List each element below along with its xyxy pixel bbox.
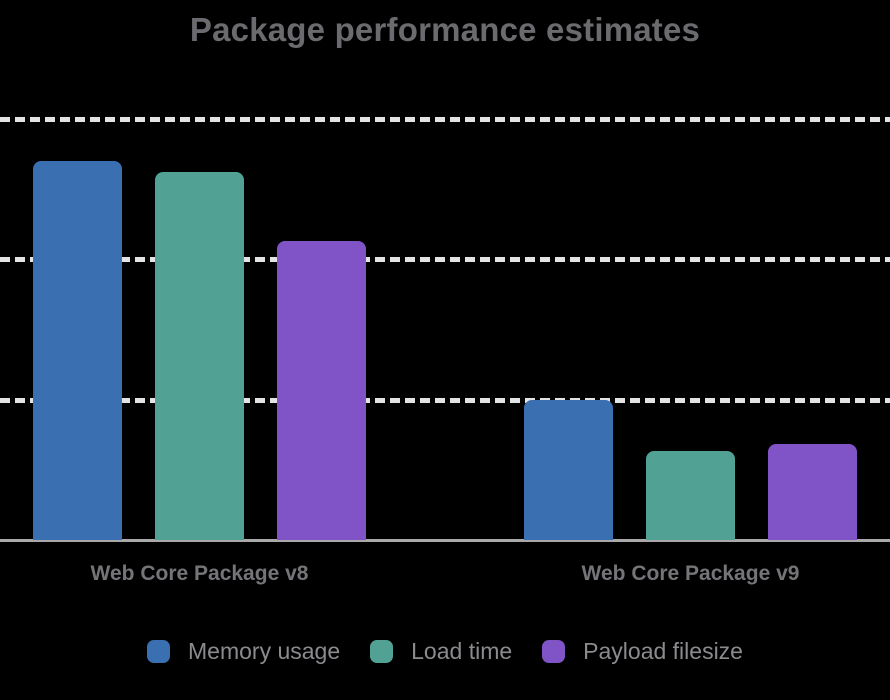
legend-swatch-icon [542, 640, 566, 663]
x-axis-line [0, 539, 890, 542]
bar-load-time-web-core-package-v9 [646, 451, 735, 540]
legend-label: Load time [411, 638, 513, 664]
legend-item-payload-filesize[interactable]: Payload filesize [542, 638, 743, 665]
legend-swatch-icon [147, 640, 171, 663]
bar-payload-filesize-web-core-package-v8 [277, 240, 366, 540]
legend-label: Payload filesize [583, 638, 743, 664]
legend-label: Memory usage [188, 638, 341, 664]
gridline [0, 397, 890, 403]
legend-item-load-time[interactable]: Load time [370, 638, 512, 665]
bar-memory-usage-web-core-package-v8 [33, 160, 122, 540]
legend-item-memory-usage[interactable]: Memory usage [147, 638, 340, 665]
bar-load-time-web-core-package-v8 [155, 171, 244, 540]
legend-swatch-icon [370, 640, 394, 663]
category-label-web-core-package-v8: Web Core Package v8 [90, 562, 309, 585]
chart-title: Package performance estimates [189, 11, 701, 48]
legend: Memory usage Load time Payload filesize [0, 638, 890, 665]
bar-payload-filesize-web-core-package-v9 [768, 444, 857, 540]
gridline [0, 116, 890, 122]
category-label-web-core-package-v9: Web Core Package v9 [581, 562, 800, 585]
bar-memory-usage-web-core-package-v9 [524, 399, 613, 540]
gridline [0, 257, 890, 262]
